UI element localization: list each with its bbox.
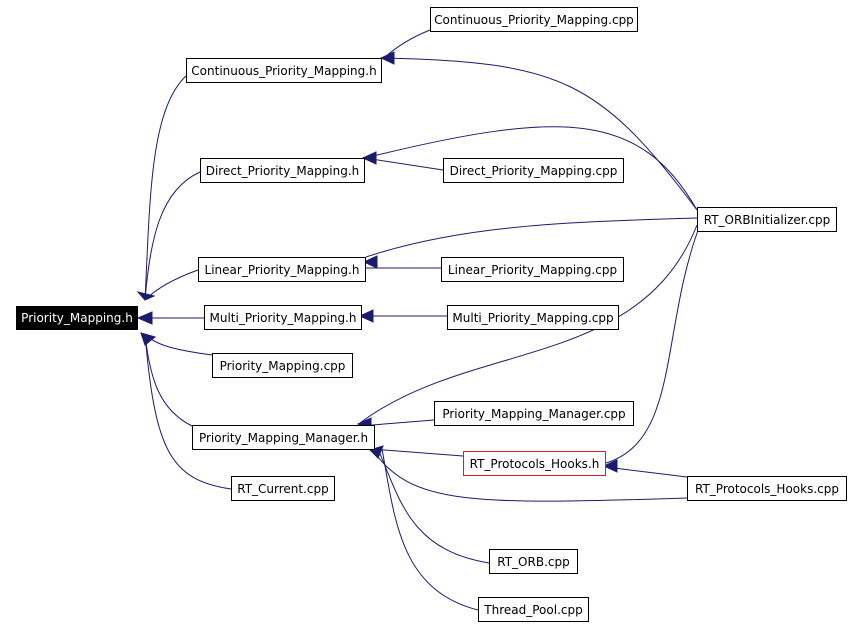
node-rt-protocols-hooks-h[interactable]: RT_Protocols_Hooks.h [463,451,606,476]
node-thread-pool-cpp[interactable]: Thread_Pool.cpp [478,597,589,622]
node-priority-mapping-manager-h[interactable]: Priority_Mapping_Manager.h [192,425,375,450]
node-priority-mapping-h: Priority_Mapping.h [16,306,138,330]
node-linear-priority-mapping-h[interactable]: Linear_Priority_Mapping.h [198,257,366,282]
arrowhead-linear-h [362,255,378,269]
arrowhead-priority-mapping-h-top [136,291,156,301]
arrowhead-rt-protocols-hooks-h [602,459,618,473]
node-rt-orb-cpp[interactable]: RT_ORB.cpp [489,549,578,574]
edge-rt-orbinitializer-to-direct-h [364,126,698,211]
edge-direct-h-to-priority-mapping-h [144,171,201,301]
arrowhead-priority-mapping-h-bottom [140,332,157,346]
node-rt-current-cpp[interactable]: RT_Current.cpp [231,476,335,501]
edge-continuous-h-to-priority-mapping-h [144,75,187,301]
arrowhead-multi-h [358,309,374,323]
edge-thread-pool-cpp-to-manager-h [381,448,479,611]
edge-rt-protocols-hooks-h-to-manager-h [371,448,464,457]
node-continuous-priority-mapping-cpp[interactable]: Continuous_Priority_Mapping.cpp [430,7,638,32]
edge-rt-current-cpp-to-priority-mapping-h [144,333,232,490]
edge-rt-orbinitializer-to-continuous-h [383,57,698,211]
node-linear-priority-mapping-cpp[interactable]: Linear_Priority_Mapping.cpp [441,257,624,282]
arrowhead-priority-mapping-h-right [136,311,153,325]
node-rt-protocols-hooks-cpp[interactable]: RT_Protocols_Hooks.cpp [687,476,847,501]
edge-rt-protocols-hooks-cpp-to-manager-h [371,448,688,502]
arrowhead-continuous-h [379,51,395,65]
edge-rt-protocols-hooks-cpp-to-rt-protocols-hooks-h [605,466,688,478]
edge-rt-orbinitializer-to-linear-h [365,217,698,258]
node-direct-priority-mapping-h[interactable]: Direct_Priority_Mapping.h [200,158,365,183]
edge-rt-orbinitializer-to-manager-h [359,224,698,424]
node-priority-mapping-cpp[interactable]: Priority_Mapping.cpp [212,353,353,378]
edge-direct-cpp-to-direct-h [364,157,444,171]
edge-manager-h-to-priority-mapping-h [144,333,193,427]
node-priority-mapping-manager-cpp[interactable]: Priority_Mapping_Manager.cpp [434,401,634,426]
node-multi-priority-mapping-cpp[interactable]: Multi_Priority_Mapping.cpp [447,305,619,330]
node-continuous-priority-mapping-h[interactable]: Continuous_Priority_Mapping.h [186,58,382,83]
node-rt-orbinitializer-cpp[interactable]: RT_ORBInitializer.cpp [697,207,837,232]
arrowhead-direct-h [361,151,377,165]
edge-rt-orbinitializer-to-rt-protocols-hooks-h [605,224,701,464]
node-multi-priority-mapping-h[interactable]: Multi_Priority_Mapping.h [204,305,362,330]
node-direct-priority-mapping-cpp[interactable]: Direct_Priority_Mapping.cpp [443,158,624,183]
